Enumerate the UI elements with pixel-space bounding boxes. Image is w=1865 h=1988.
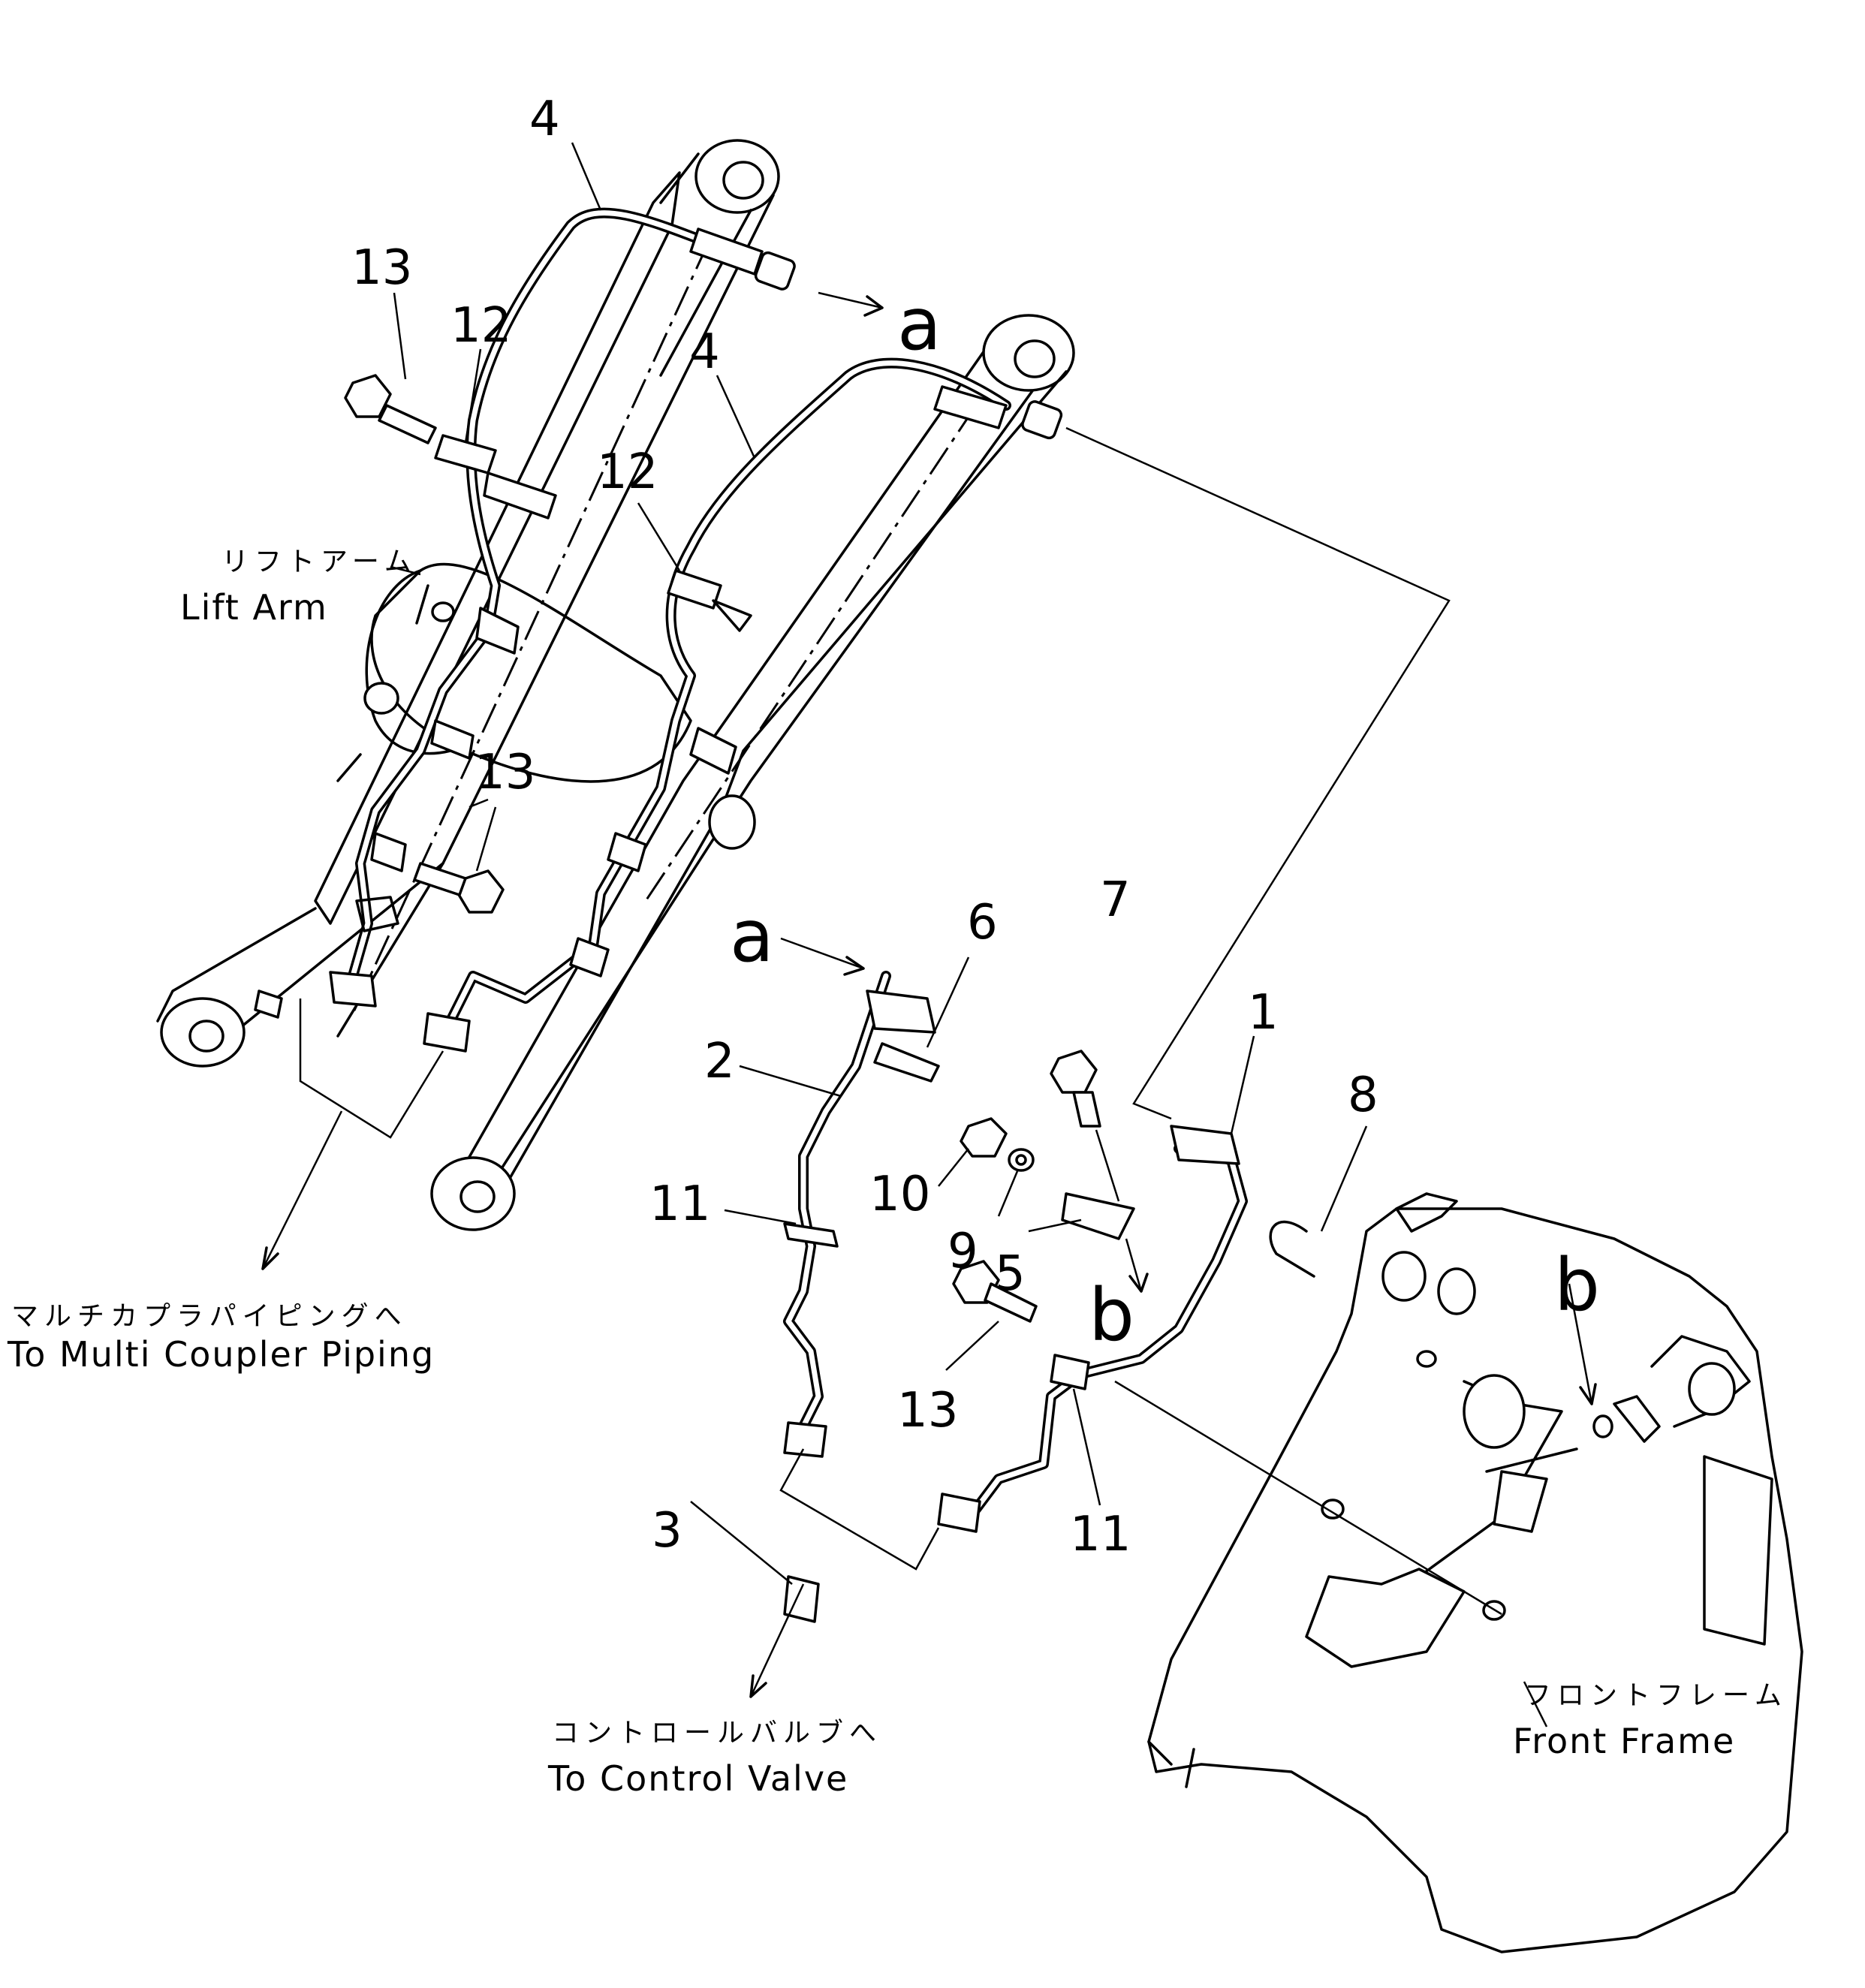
callout-labels: 4 13 12 4 12 13 6 7 1 2 8 11 10 9 5 13 1… — [351, 92, 1378, 1562]
ref-a-top: a — [897, 282, 942, 366]
ref-a-middle: a — [730, 894, 774, 978]
caption-lift-arm-jp: リフトアーム — [221, 547, 417, 577]
leader-lines — [261, 142, 1597, 1727]
ref-b-middle: b — [1089, 1273, 1134, 1357]
front-frame — [1147, 1192, 1803, 1953]
callout-13-center: 13 — [897, 1383, 958, 1438]
pipe-1 — [937, 1125, 1248, 1533]
callout-4-top: 4 — [529, 92, 560, 147]
caption-front-frame-jp: フロントフレーム — [1524, 1680, 1788, 1711]
callout-5: 5 — [995, 1246, 1026, 1302]
clamps-12 — [254, 434, 752, 1019]
caption-lift-arm-en: Lift Arm — [180, 587, 328, 628]
callout-6: 6 — [967, 895, 998, 950]
hose-4-left — [329, 207, 796, 1008]
callout-7: 7 — [1100, 872, 1131, 928]
caption-control-valve-jp: コントロールバルブへ — [552, 1718, 882, 1749]
callout-13-top: 13 — [351, 240, 412, 296]
caption-multi-coupler-en: To Multi Coupler Piping — [7, 1334, 435, 1375]
callout-2: 2 — [704, 1034, 735, 1089]
ref-b-right: b — [1554, 1243, 1600, 1327]
callout-12-top: 12 — [450, 298, 511, 354]
callout-8: 8 — [1348, 1068, 1378, 1123]
hose-4-right — [423, 357, 1063, 1053]
callout-10: 10 — [869, 1167, 930, 1222]
callout-1: 1 — [1248, 985, 1279, 1041]
bolts-13-arm — [344, 374, 505, 914]
small-parts — [783, 1050, 1315, 1623]
caption-control-valve-en: To Control Valve — [547, 1758, 848, 1799]
callout-11-left: 11 — [649, 1176, 710, 1232]
callout-11-right: 11 — [1070, 1507, 1131, 1562]
callout-4-right: 4 — [689, 324, 720, 380]
captions: リフトアーム Lift Arm マルチカプラパイピングへ To Multi Co… — [7, 547, 1788, 1799]
callout-9: 9 — [948, 1224, 978, 1279]
callout-3: 3 — [652, 1503, 682, 1559]
reference-letters: a a b b — [730, 282, 1600, 1357]
callout-12-right: 12 — [597, 444, 658, 500]
callout-13-middle: 13 — [475, 745, 535, 800]
lift-arm-right — [430, 314, 1075, 1231]
caption-front-frame-en: Front Frame — [1513, 1721, 1735, 1761]
pipe-2 — [783, 971, 940, 1458]
caption-multi-coupler-jp: マルチカプラパイピングへ — [11, 1301, 408, 1332]
